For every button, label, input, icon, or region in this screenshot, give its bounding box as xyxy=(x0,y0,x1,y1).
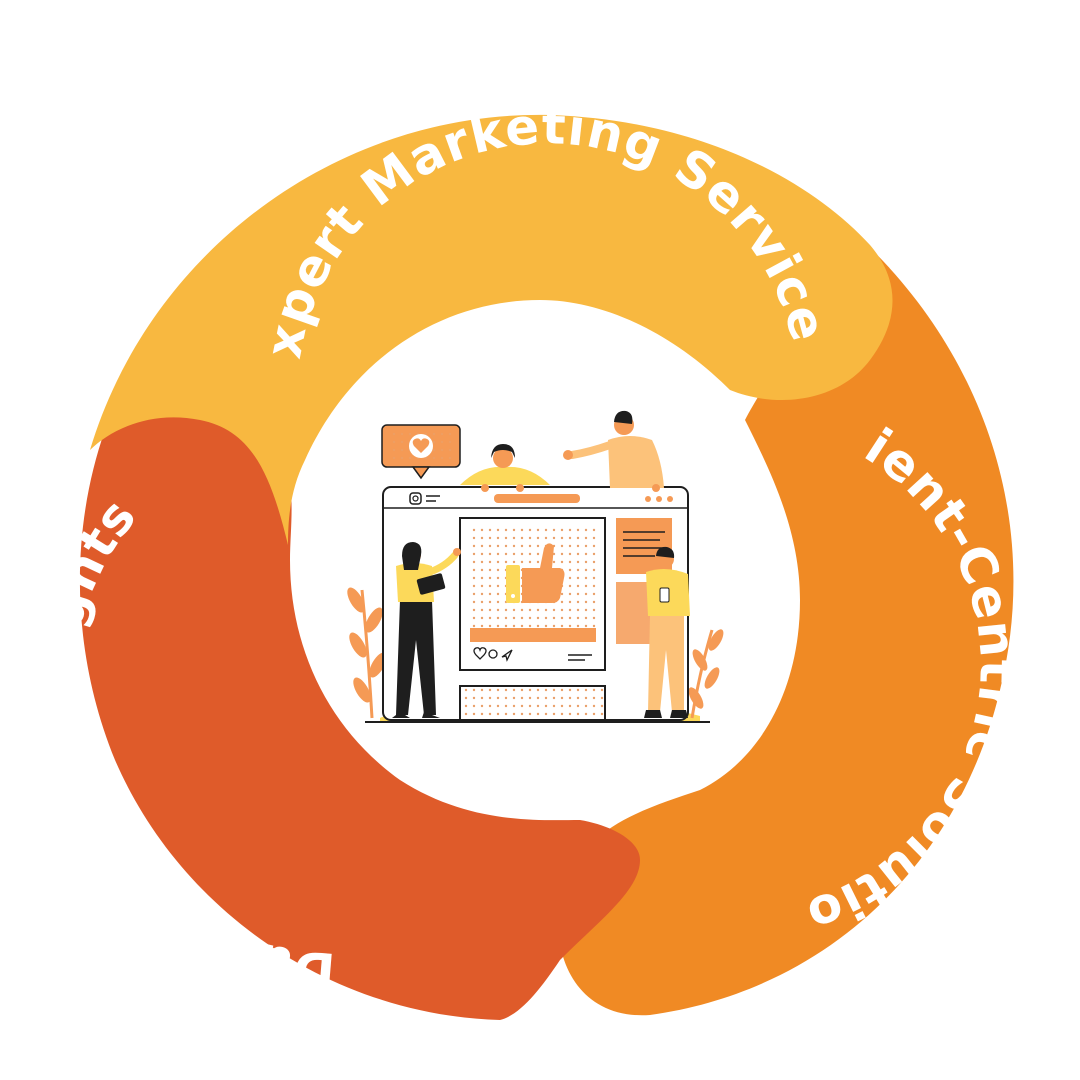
next-post-card xyxy=(459,685,606,721)
address-bar xyxy=(494,494,580,503)
heart-bubble-icon xyxy=(381,424,461,480)
person-right-man xyxy=(644,546,690,718)
center-illustration xyxy=(347,410,724,723)
person-top-woman xyxy=(460,444,550,492)
plant-right-icon xyxy=(688,629,724,719)
post-actions-icon xyxy=(473,647,592,662)
instagram-icon xyxy=(409,492,440,505)
segment-client-centric xyxy=(558,238,1014,1016)
plant-left-icon xyxy=(347,587,387,719)
segment-expert-marketing xyxy=(90,114,893,545)
person-top-man xyxy=(563,410,664,492)
segment-data-driven xyxy=(79,396,640,1020)
person-left-woman xyxy=(392,542,461,718)
thumbs-up-icon xyxy=(506,543,565,603)
